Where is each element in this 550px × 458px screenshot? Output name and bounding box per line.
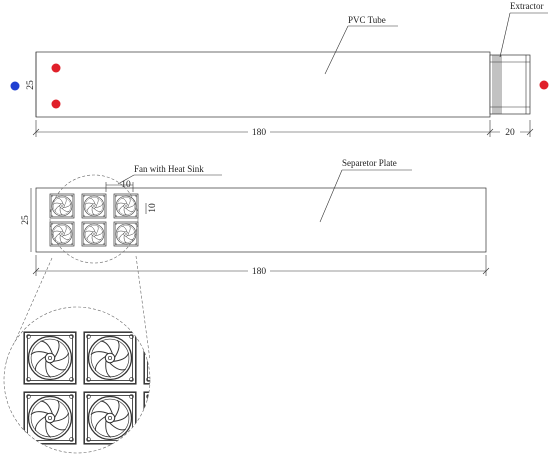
extractor-length-dimension: 20 — [505, 128, 515, 138]
plate-length-dimension: 180 — [252, 267, 267, 277]
fan-icon — [81, 221, 107, 247]
separator-plate-leader — [319, 169, 343, 223]
separator-plate-body — [35, 187, 487, 253]
separator-plate-view: 10 10 Fan with Heat Sink Separetor Plate… — [21, 158, 490, 277]
fan-icon — [113, 193, 139, 219]
fan-heat-sink-leader — [117, 174, 135, 185]
outlet-dot-lower — [51, 99, 61, 109]
pvc-tube-leader — [324, 25, 349, 75]
fan-icon — [49, 193, 75, 219]
detail-circle — [49, 174, 139, 264]
fan-icon — [23, 331, 77, 385]
fan-icon — [81, 193, 107, 219]
separator-plate-label: Separetor Plate — [342, 158, 397, 168]
zoom-leader-left — [5, 257, 53, 363]
extractor-leader — [499, 12, 511, 58]
fan-icon — [113, 221, 139, 247]
fan-icon — [83, 391, 137, 445]
exhaust-dot — [539, 80, 549, 90]
fan-icon — [49, 221, 75, 247]
fan-horizontal-spacing: 10 — [121, 180, 131, 190]
tube-height-dimension: 25 — [26, 80, 36, 90]
fan-vertical-spacing: 10 — [148, 203, 158, 213]
outlet-dot-upper — [51, 63, 61, 73]
plate-height-dimension: 25 — [21, 215, 31, 225]
fan-icon — [143, 391, 150, 445]
pvc-tube-body — [35, 51, 491, 118]
zoom-circle — [3, 306, 151, 454]
pvc-tube-label: PVC Tube — [348, 15, 386, 25]
pvc-tube-view: PVC Tube Extractor 25 180 20 — [10, 1, 549, 138]
fan-icon — [23, 391, 77, 445]
fan-icon — [143, 331, 150, 385]
inlet-dot — [10, 81, 20, 91]
extractor — [489, 54, 531, 115]
fan-detail-zoom — [3, 255, 151, 454]
tube-length-dimension: 180 — [252, 128, 267, 138]
zoom-leader-right — [135, 255, 151, 361]
fan-heat-sink-label: Fan with Heat Sink — [134, 164, 204, 174]
fan-icon — [83, 331, 137, 385]
extractor-label: Extractor — [510, 1, 543, 11]
